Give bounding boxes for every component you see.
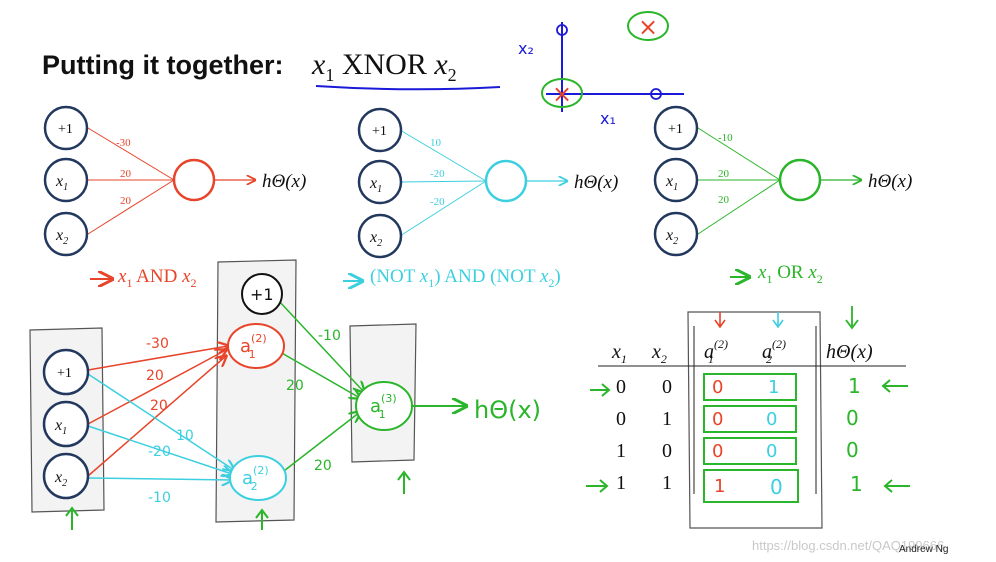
row3-x1: 1 (616, 440, 626, 462)
row2-x1: 0 (616, 408, 626, 430)
big-green-w1: 20 (286, 378, 304, 394)
nor-in-bias: +1 (372, 124, 387, 139)
sketch-x1-label: x₁ (600, 109, 616, 128)
nor-w0: 10 (430, 137, 442, 149)
sketch-origin-mark: × (552, 80, 572, 108)
row2-a1: 0 (712, 409, 723, 430)
title-op: XNOR (341, 48, 427, 81)
big-network: +1 x1 x2 +1 a(2)1 a(2)2 a(3)1 -30 20 20 … (29, 259, 541, 530)
big-red-w1: 20 (146, 368, 164, 384)
title-x2-sub: 2 (447, 65, 457, 85)
row1-a1: 0 (712, 377, 723, 398)
network-or: +1 x1 x2 -10 20 20 hΘ(x) (653, 105, 912, 257)
big-green-w2: 20 (314, 458, 332, 474)
big-blue-w2: -10 (148, 490, 171, 506)
row3-h: 0 (846, 438, 859, 462)
watermark-url: https://blog.csdn.net/QAQ199666 (752, 538, 945, 553)
big-l2-bias: +1 (250, 285, 274, 304)
row3-x2: 0 (662, 440, 672, 462)
and-w1: 20 (120, 168, 132, 180)
th-a2: a(2)2 (762, 337, 786, 366)
title-formula: x1 XNOR x2 (312, 48, 457, 86)
caption-or: x1 OR x2 (758, 262, 823, 286)
nor-w1: -20 (430, 168, 445, 180)
and-w0: -30 (116, 137, 131, 149)
row2-x2: 1 (662, 408, 672, 430)
or-w0: -10 (718, 132, 733, 144)
row4-x2: 1 (662, 472, 672, 494)
slide-title: Putting it together: (42, 50, 284, 80)
sketch-x2-label: x₂ (518, 39, 534, 58)
row4-x1: 1 (616, 472, 626, 494)
and-w2: 20 (120, 195, 132, 207)
nor-output: hΘ(x) (574, 172, 618, 193)
title-underline (315, 85, 501, 91)
row1-x2: 0 (662, 376, 672, 398)
big-blue-w0: 10 (176, 428, 194, 444)
row4-a1: 1 (714, 476, 725, 497)
or-w2: 20 (718, 194, 730, 206)
or-in-bias: +1 (668, 122, 683, 137)
row2-a2: 0 (766, 409, 777, 430)
row1-x1: 0 (616, 376, 626, 398)
row2-h: 0 (846, 406, 859, 430)
row3-a1: 0 (712, 441, 723, 462)
nor-w2: -20 (430, 196, 445, 208)
th-x2: x2 (651, 341, 667, 366)
row4-a2: 0 (770, 475, 783, 499)
title-x1-sub: 1 (325, 65, 335, 85)
row3-a2: 0 (766, 441, 777, 462)
row4-h: 1 (850, 472, 863, 496)
big-red-w0: -30 (146, 336, 169, 352)
title-x1: x (312, 48, 326, 81)
network-and: +1 x1 x2 -30 20 20 hΘ(x) (43, 105, 306, 257)
author-credit: Andrew Ng (899, 544, 949, 555)
th-a1: a(2)1 (704, 337, 728, 366)
row1-a2: 1 (768, 377, 779, 398)
or-output: hΘ(x) (868, 171, 912, 192)
big-green-w0: -10 (318, 328, 341, 344)
truth-table: x1 x2 a(2)1 a(2)2 hΘ(x) 0 0 0 1 1 0 1 0 … (586, 306, 910, 529)
and-output: hΘ(x) (262, 171, 306, 192)
th-h: hΘ(x) (826, 341, 873, 363)
big-in-bias: +1 (57, 366, 72, 381)
or-w1: 20 (718, 168, 730, 180)
sketch-corner-mark: × (638, 13, 658, 41)
caption-and: x1 AND x2 (118, 266, 197, 290)
sketch-plot: × × x₂ x₁ (518, 11, 684, 128)
row1-h: 1 (848, 374, 861, 398)
and-in-bias: +1 (58, 122, 73, 137)
big-output: hΘ(x) (474, 396, 541, 424)
network-nor: +1 x1 x2 10 -20 -20 hΘ(x) (357, 107, 618, 259)
big-blue-w1: -20 (148, 444, 171, 460)
title-x2: x (434, 48, 448, 81)
big-red-w2: 20 (150, 398, 168, 414)
th-x1: x1 (611, 341, 627, 366)
caption-nor: (NOT x1) AND (NOT x2) (370, 266, 561, 290)
